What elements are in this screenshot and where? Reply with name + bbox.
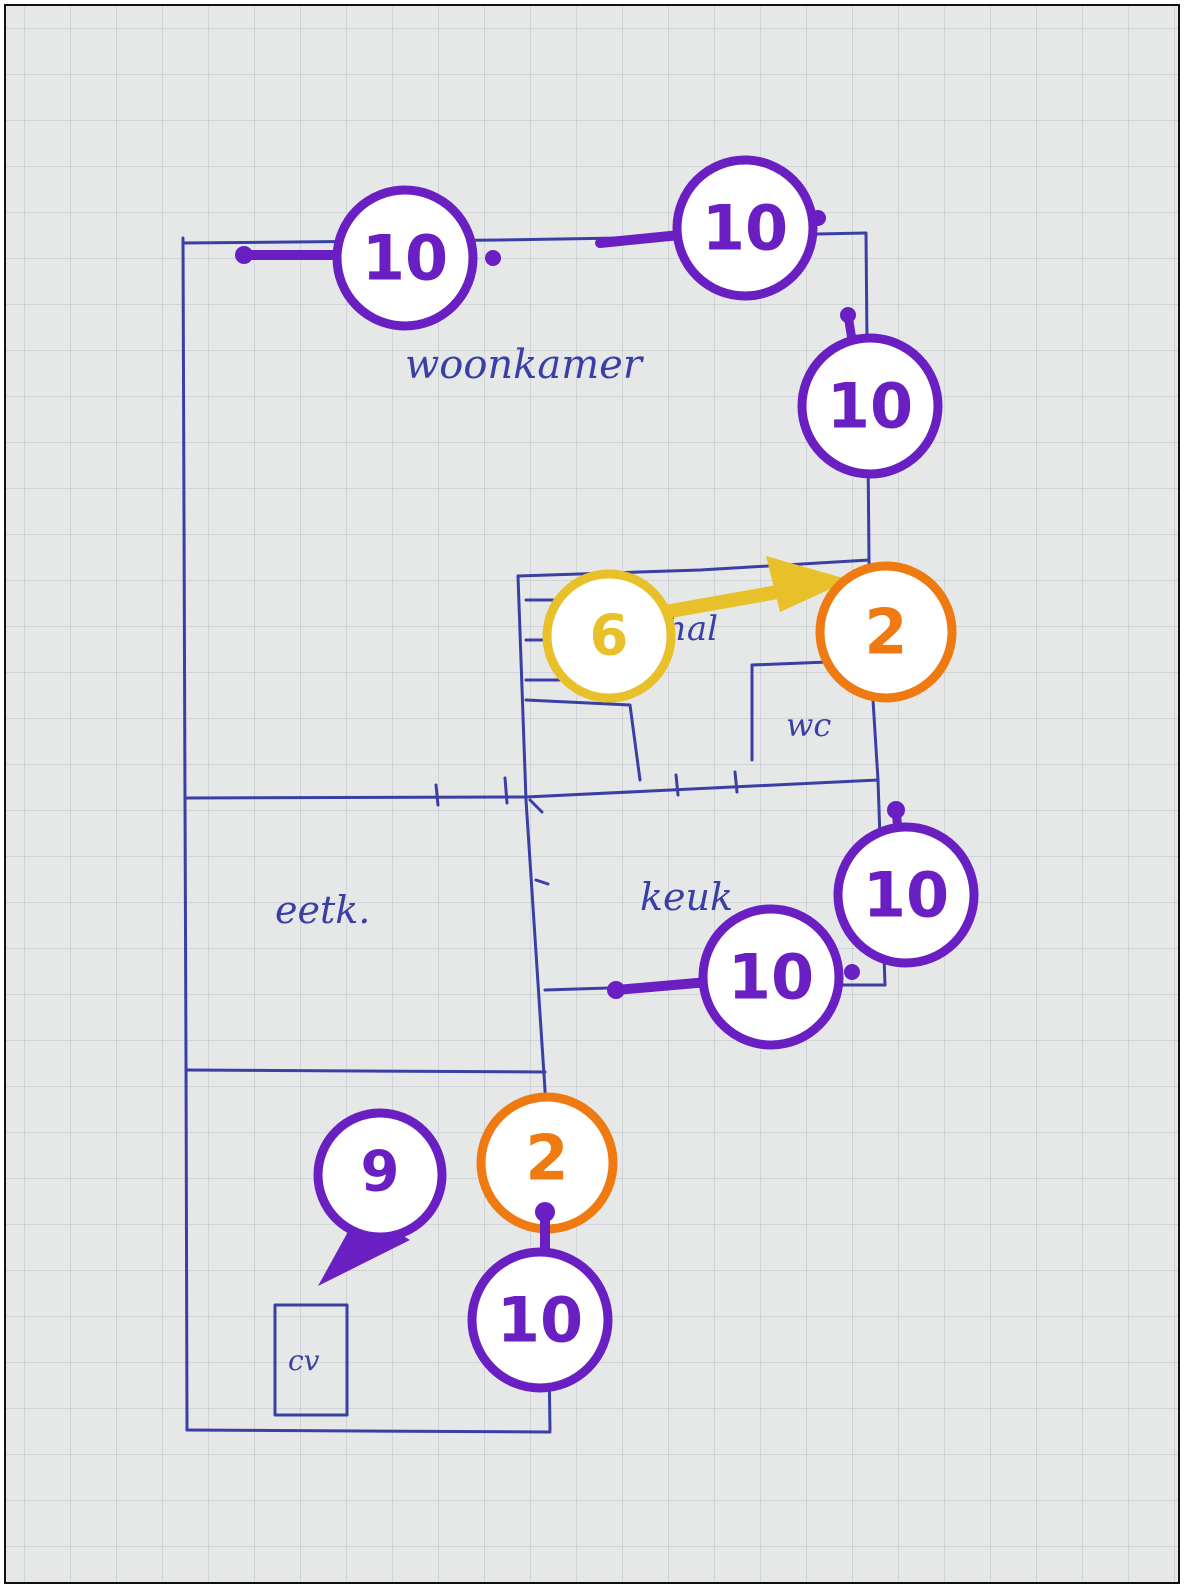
marker-label: 6 (590, 604, 629, 669)
marker-wall-keuken[interactable]: 10 (607, 904, 860, 1050)
marker-wall-right-upper[interactable]: 10 (797, 307, 943, 479)
marker-label: 2 (525, 1122, 568, 1195)
room-label-wc: wc (786, 706, 831, 744)
marker-wall-bottom[interactable]: 10 (467, 1202, 613, 1393)
marker-label: 10 (497, 1284, 583, 1357)
room-label-eetk: eetk. (275, 888, 370, 932)
marker-label: 10 (728, 941, 814, 1014)
marker-wall-top-left[interactable]: 10 (235, 185, 501, 331)
room-label-cv: cv (288, 1344, 320, 1377)
marker-cv-boiler[interactable]: 9 (313, 1108, 447, 1286)
room-label-woonkamer: woonkamer (405, 342, 645, 388)
marker-window-bottom[interactable]: 2 (476, 1092, 618, 1234)
marker-label: 10 (863, 859, 949, 932)
marker-label: 10 (362, 222, 448, 295)
marker-window-hal[interactable]: 2 (815, 561, 957, 703)
marker-wall-right-lower[interactable]: 10 (833, 801, 979, 968)
room-label-keuk: keuk (640, 875, 733, 919)
marker-door-hal[interactable]: 6 (542, 556, 850, 703)
marker-label: 10 (702, 192, 788, 265)
marker-label: 2 (864, 596, 907, 669)
marker-label: 10 (827, 370, 913, 443)
marker-wall-top-right[interactable]: 10 (595, 155, 826, 301)
marker-label: 9 (361, 1140, 400, 1205)
